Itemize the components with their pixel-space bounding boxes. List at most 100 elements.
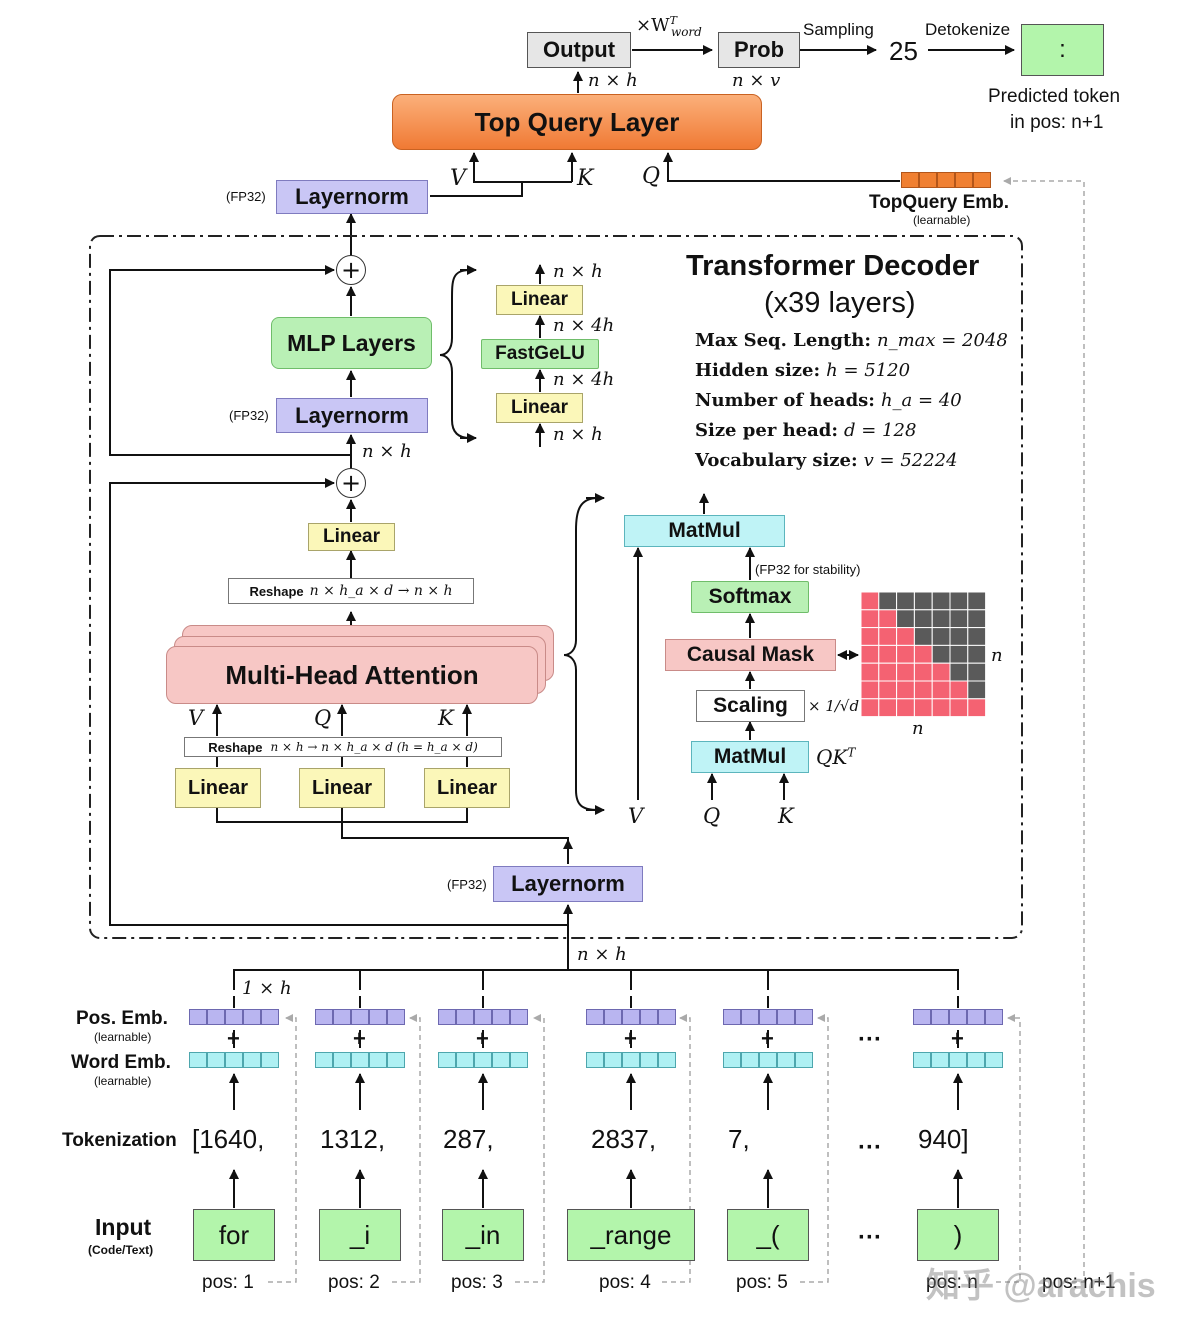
masked-cell — [878, 591, 898, 611]
decoder-stat-value: h = 5120 — [826, 360, 911, 381]
decoder-stat-label: Hidden size: — [695, 360, 821, 381]
masked-cell — [967, 680, 987, 700]
pos-emb-vector — [586, 1009, 676, 1025]
emb-plus: + — [624, 1026, 637, 1051]
decoder-stat: Hidden size:h = 5120 — [695, 360, 910, 381]
token-id: [1640, — [192, 1124, 265, 1154]
pos-emb-vector — [189, 1009, 279, 1025]
masked-cell — [896, 609, 915, 629]
topquery-emb-label: TopQuery Emb. — [869, 192, 1010, 213]
visible-cell — [860, 644, 880, 664]
fastgelu-box: FastGeLU — [481, 339, 599, 369]
prob-dim: n × v — [732, 70, 781, 91]
emb-plus: + — [227, 1026, 240, 1051]
matmul-bottom: MatMul — [691, 741, 809, 773]
pos-emb-vector — [723, 1009, 813, 1025]
pos-emb-vector — [315, 1009, 405, 1025]
decoder-stat: Number of heads:h_a = 40 — [695, 390, 962, 411]
sampling-label: Sampling — [803, 20, 874, 39]
masked-cell — [896, 591, 915, 611]
softmax-box: Softmax — [691, 581, 809, 613]
masked-cell — [967, 644, 987, 664]
decoder-stat-label: Number of heads: — [695, 390, 875, 411]
decoder-title: Transformer Decoder — [686, 250, 980, 282]
visible-cell — [949, 698, 969, 718]
word-emb-vector — [315, 1052, 405, 1068]
output-dim: n × h — [588, 70, 638, 91]
decoder-stat-value: n_max = 2048 — [876, 330, 1008, 351]
sampled-value: 25 — [889, 36, 918, 66]
mha-v-label: V — [188, 706, 204, 730]
masked-cell — [967, 609, 987, 629]
masked-cell — [949, 591, 969, 611]
visible-cell — [878, 644, 898, 664]
masked-cell — [949, 662, 969, 682]
visible-cell — [913, 662, 933, 682]
mid-layernorm: Layernorm — [276, 398, 428, 433]
topquery-emb-learnable: (learnable) — [913, 213, 971, 227]
detail-v-label: V — [628, 804, 644, 828]
mlp-layers-box: MLP Layers — [271, 317, 432, 369]
input-token-box: _in — [442, 1209, 524, 1261]
decoder-stat-value: d = 128 — [844, 420, 917, 441]
reshape-bottom: Reshape n × h → n × h_a × d (h = h_a × d… — [184, 737, 502, 757]
position-label: pos: 5 — [736, 1272, 788, 1293]
pos-emb-label: Pos. Emb. — [76, 1008, 168, 1029]
masked-cell — [967, 627, 987, 646]
input-token-box: for — [193, 1209, 275, 1261]
emb-plus: + — [353, 1026, 366, 1051]
input-token-box: _i — [319, 1209, 401, 1261]
position-label: pos: 1 — [202, 1272, 254, 1293]
top-layernorm: Layernorm — [276, 180, 428, 214]
input-token-box: ) — [917, 1209, 999, 1261]
mha-k-label: K — [438, 706, 454, 730]
ellipsis-input: ··· — [858, 1224, 882, 1251]
masked-cell — [967, 591, 987, 611]
visible-cell — [931, 680, 951, 700]
detokenize-label: Detokenize — [925, 20, 1011, 39]
input-token-box: _range — [567, 1209, 695, 1261]
bottom-layernorm: Layernorm — [493, 866, 643, 902]
masked-cell — [949, 627, 969, 646]
visible-cell — [860, 609, 880, 629]
position-label: pos: 3 — [451, 1272, 503, 1293]
visible-cell — [860, 698, 880, 718]
top-v-label: V — [450, 166, 466, 191]
input-dim-1h: 1 × h — [242, 978, 292, 999]
masked-cell — [913, 627, 933, 646]
pos-emb-vector — [913, 1009, 1003, 1025]
masked-cell — [931, 644, 951, 664]
residual-dim: n × h — [362, 441, 412, 462]
predicted-token-label-2: in pos: n+1 — [1010, 112, 1104, 133]
mlp-linear-bottom: Linear — [496, 393, 583, 423]
fp32-label-bottom: (FP32) — [447, 877, 487, 892]
visible-cell — [878, 609, 898, 629]
visible-cell — [896, 698, 915, 718]
tokenization-label: Tokenization — [62, 1130, 177, 1151]
token-id: 1312, — [320, 1124, 386, 1154]
predicted-token-box: : — [1021, 24, 1104, 76]
visible-cell — [913, 644, 933, 664]
linear-v: Linear — [175, 768, 261, 808]
detail-k-label: K — [778, 804, 794, 828]
visible-cell — [913, 680, 933, 700]
word-emb-vector — [438, 1052, 528, 1068]
mlp-dim-1: n × h — [553, 261, 603, 282]
mask-n-right: n — [991, 645, 1003, 666]
ellipsis-tok: ··· — [858, 1134, 882, 1161]
visible-cell — [896, 627, 915, 646]
scaling-box: Scaling — [696, 690, 805, 722]
visible-cell — [860, 591, 880, 611]
decoder-stat-label: Vocabulary size: — [695, 450, 858, 471]
wword-label: ×WTword — [636, 14, 702, 39]
emb-plus: + — [951, 1026, 964, 1051]
word-emb-learnable: (learnable) — [94, 1074, 152, 1088]
visible-cell — [860, 627, 880, 646]
word-emb-vector — [723, 1052, 813, 1068]
visible-cell — [896, 662, 915, 682]
input-label: Input — [95, 1214, 152, 1240]
watermark: 知乎 @arachis — [926, 1267, 1156, 1305]
decoder-stat-label: Size per head: — [695, 420, 838, 441]
detail-q-label: Q — [703, 804, 721, 828]
